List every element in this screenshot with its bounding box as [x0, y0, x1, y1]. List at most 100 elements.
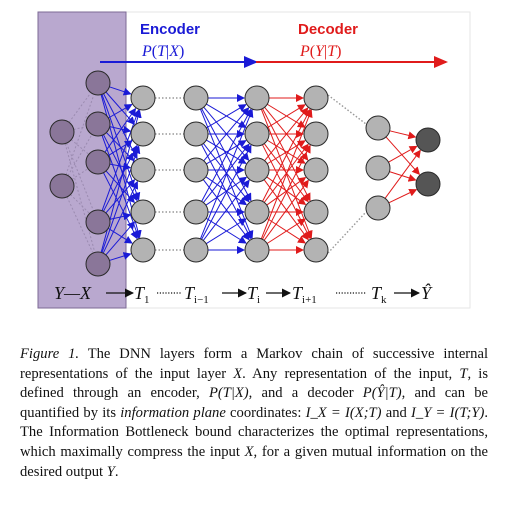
encoder-edge: [206, 140, 247, 165]
node-ti-minus-5: [183, 237, 209, 263]
decoder-edge: [389, 130, 417, 140]
decoder-edge: [266, 104, 306, 129]
node-input-x-2: [85, 111, 111, 137]
encoder-edge: [202, 179, 250, 241]
caption-text-8: . The Information Bottleneck bound chara…: [20, 404, 488, 460]
chain-input: Y—X: [54, 283, 92, 303]
decoder-edge: [260, 109, 313, 239]
encoder-edge: [203, 107, 250, 162]
encoder-edge: [205, 218, 247, 245]
encoder-edge: [206, 104, 247, 129]
decoder-formula: P(Y|T): [299, 43, 341, 60]
decoder-connections: [260, 94, 421, 254]
node-ti-3: [244, 157, 270, 183]
dotted-edge: [327, 94, 367, 125]
node-ti-minus-1: [183, 85, 209, 111]
decoder-edge: [261, 144, 311, 240]
caption-text-7: and: [381, 404, 412, 421]
chain-ti: Ti: [247, 283, 260, 306]
node-output-1: [415, 127, 441, 153]
encoder-edge: [104, 107, 137, 153]
encoder-edge: [202, 143, 250, 203]
input-edge: [71, 168, 88, 180]
caption-iy-formula: I_Y = I(T;Y): [411, 404, 485, 421]
encoder-edge: [109, 252, 132, 261]
caption-text-1: The DNN layers form a Markov chain of su…: [20, 346, 488, 382]
node-ti-5: [244, 237, 270, 263]
caption-text-5: , and can be quantified by its: [20, 385, 488, 421]
caption-text-4: , and a decoder: [248, 385, 363, 402]
node-t1-3: [130, 157, 156, 183]
decoder-edge: [389, 171, 417, 182]
node-t1-2: [130, 121, 156, 147]
caption-var-t: T: [459, 365, 468, 382]
node-input-x-1: [85, 70, 111, 96]
node-ti-minus-3: [183, 157, 209, 183]
node-t1-4: [130, 199, 156, 225]
encoder-edge: [205, 176, 248, 206]
node-ti-plus-1: [303, 85, 329, 111]
input-connections: [64, 93, 96, 253]
node-input-x-4: [85, 209, 111, 235]
encoder-edge: [201, 108, 252, 202]
node-tk-2: [365, 155, 391, 181]
caption-var-x2: X: [244, 443, 254, 460]
chain-ti-plus: Ti+1: [292, 283, 317, 306]
node-t1-5: [130, 237, 156, 263]
encoder-edge: [102, 180, 138, 254]
node-input-x-5: [85, 251, 111, 277]
chain-tk: Tk: [371, 283, 387, 306]
encoder-edge: [108, 104, 133, 119]
decoder-edge: [262, 108, 311, 202]
encoder-edge: [106, 132, 135, 162]
node-ti-minus-2: [183, 121, 209, 147]
decoder-edge: [388, 189, 418, 204]
caption-information-plane: information plane: [120, 404, 226, 421]
markov-chain-label: Y—X T1 Ti−1 Ti Ti+1 Tk Ŷ: [54, 282, 433, 306]
caption-ix-formula: I_X = I(X;T): [305, 404, 382, 421]
input-edge: [64, 143, 96, 252]
encoder-edge: [107, 227, 133, 244]
decoder-title: Decoder: [298, 21, 358, 38]
encoder-edge: [109, 125, 132, 134]
input-panel: [37, 11, 127, 309]
input-edge: [73, 126, 86, 130]
node-output-2: [415, 171, 441, 197]
node-input-x-3: [85, 149, 111, 175]
node-ti-plus-2: [303, 121, 329, 147]
caption-text-2: . Any representation of the input,: [242, 365, 460, 382]
network-nodes: [49, 70, 441, 277]
caption-text-3: , is defined through an encoder,: [20, 365, 489, 402]
encoder-edge: [107, 140, 133, 157]
caption-text-10: .: [114, 463, 119, 480]
dotted-connections: [155, 94, 367, 254]
node-ti-2: [244, 121, 270, 147]
caption-var-y: Y: [106, 463, 115, 480]
node-ti-plus-4: [303, 199, 329, 225]
caption-decoder-formula: P(Ŷ|T): [362, 385, 402, 402]
caption-text-9: , for a given mutual information on the …: [20, 443, 488, 480]
chain-yhat: Ŷ: [421, 282, 433, 303]
encoder-edge: [105, 91, 136, 126]
encoder-edge: [109, 86, 132, 96]
dotted-edge: [327, 211, 367, 254]
encoder-connections: [100, 86, 254, 261]
input-edge: [68, 93, 91, 123]
node-ti-plus-3: [303, 157, 329, 183]
caption-label: Figure 1.: [20, 346, 80, 362]
decoder-edge: [266, 176, 307, 206]
decoder-edge: [385, 136, 421, 176]
caption-text-6: coordinates:: [225, 404, 306, 421]
figure-caption: Figure 1. The DNN layers form a Markov c…: [20, 345, 488, 482]
encoder-edge: [103, 144, 138, 212]
encoder-edge: [200, 109, 254, 240]
encoder-edge: [105, 179, 136, 214]
node-t1-1: [130, 85, 156, 111]
node-input-y-1: [49, 119, 75, 145]
decoder-edge: [263, 179, 309, 241]
node-ti-minus-4: [183, 199, 209, 225]
encoder-edge: [109, 162, 132, 171]
caption-encoder-formula: P(T|X): [208, 385, 249, 402]
chain-t1: T1: [134, 283, 150, 306]
decoder-edge: [388, 145, 418, 163]
